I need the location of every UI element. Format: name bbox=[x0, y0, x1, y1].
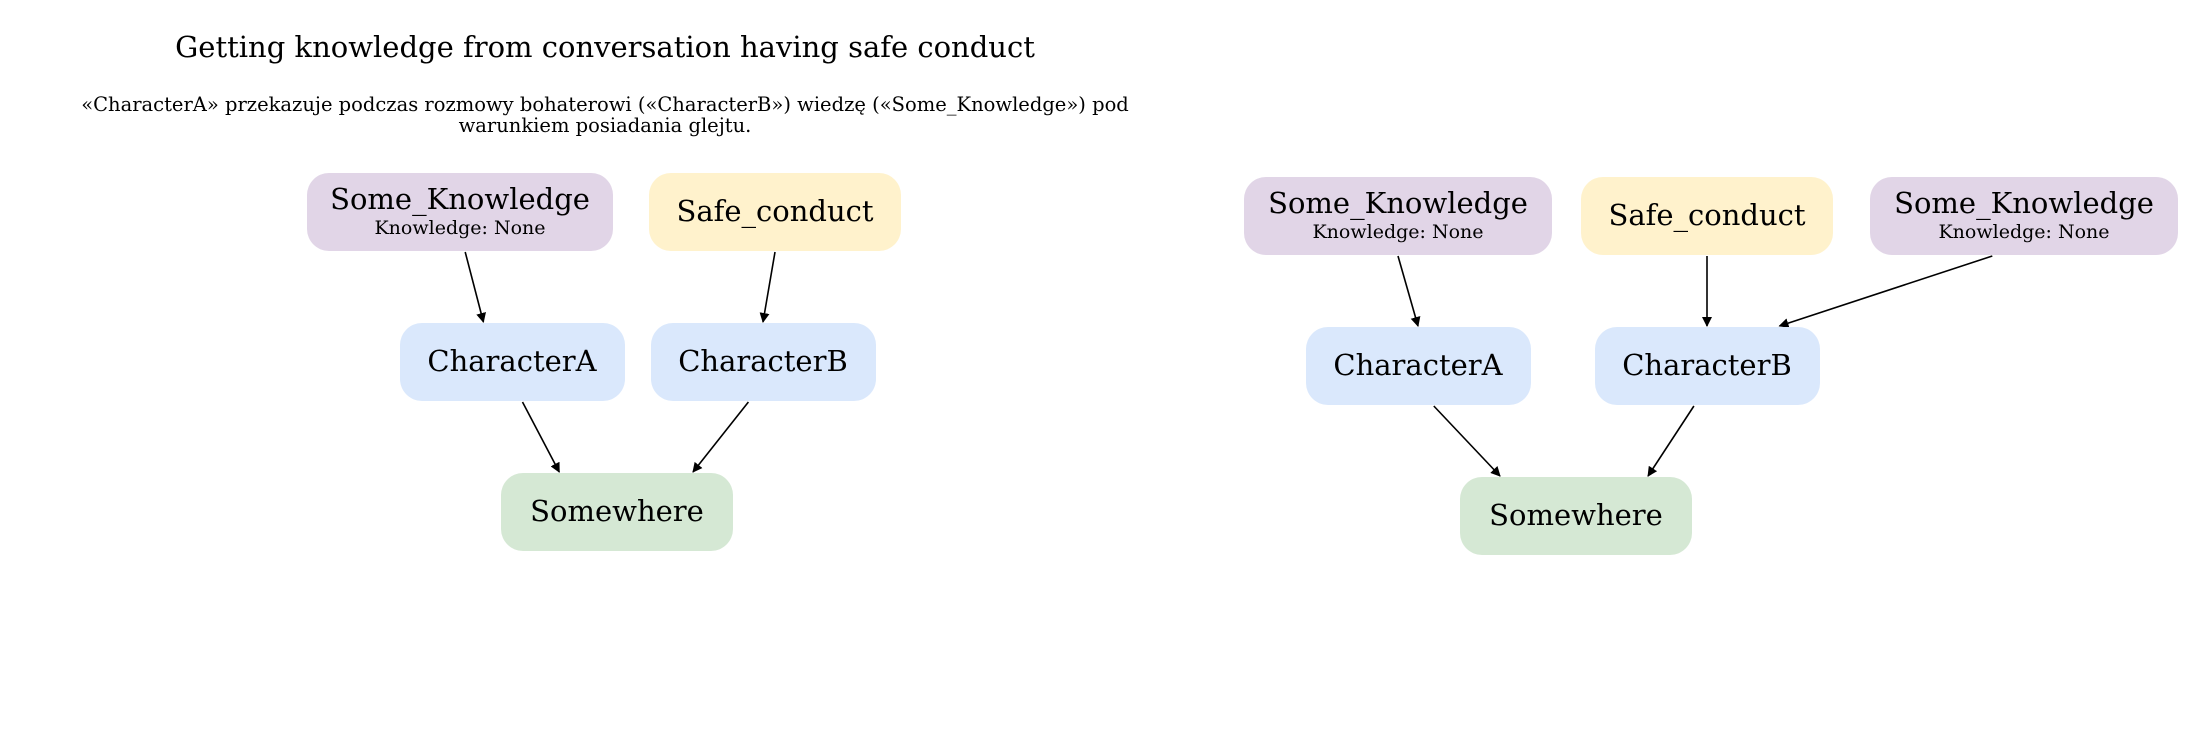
edge-right-character-b-to-somewhere bbox=[1647, 405, 1695, 477]
edges-layer bbox=[464, 251, 1993, 477]
edge-right-knowledge-1-to-character-a bbox=[1397, 255, 1421, 327]
node-label: Safe_conduct bbox=[676, 194, 874, 229]
node-label: Safe_conduct bbox=[1608, 198, 1806, 233]
node-left-character-a: CharacterA bbox=[399, 323, 625, 401]
edge-left-knowledge-to-character-a bbox=[464, 251, 486, 323]
node-sublabel: Knowledge: None bbox=[1938, 221, 2110, 244]
node-right-character-b: CharacterB bbox=[1594, 327, 1820, 405]
node-label: Some_Knowledge bbox=[330, 182, 590, 217]
node-label: Somewhere bbox=[1489, 498, 1663, 533]
node-label: Some_Knowledge bbox=[1894, 186, 2154, 221]
node-left-safe-conduct: Safe_conduct bbox=[649, 173, 901, 251]
diagram-subtitle: «CharacterA» przekazuje podczas rozmowy … bbox=[81, 93, 1129, 138]
node-right-safe-conduct: Safe_conduct bbox=[1581, 177, 1833, 255]
node-label: CharacterA bbox=[427, 344, 597, 379]
node-right-character-a: CharacterA bbox=[1305, 327, 1531, 405]
node-sublabel: Knowledge: None bbox=[374, 217, 546, 240]
node-sublabel: Knowledge: None bbox=[1312, 221, 1484, 244]
edge-right-character-a-to-somewhere bbox=[1433, 405, 1501, 477]
node-right-somewhere: Somewhere bbox=[1460, 477, 1692, 555]
node-label: Somewhere bbox=[530, 494, 704, 529]
node-label: CharacterA bbox=[1333, 348, 1503, 383]
diagram-title: Getting knowledge from conversation havi… bbox=[175, 30, 1035, 64]
edge-left-character-a-to-somewhere bbox=[521, 401, 560, 473]
node-label: Some_Knowledge bbox=[1268, 186, 1528, 221]
node-label: CharacterB bbox=[1622, 348, 1792, 383]
edge-left-safe-conduct-to-character-b bbox=[759, 251, 776, 323]
node-label: CharacterB bbox=[678, 344, 848, 379]
edge-right-knowledge-2-to-character-b bbox=[1778, 255, 1993, 328]
edge-left-character-b-to-somewhere bbox=[692, 401, 750, 473]
node-left-somewhere: Somewhere bbox=[501, 473, 733, 551]
node-left-character-b: CharacterB bbox=[650, 323, 876, 401]
